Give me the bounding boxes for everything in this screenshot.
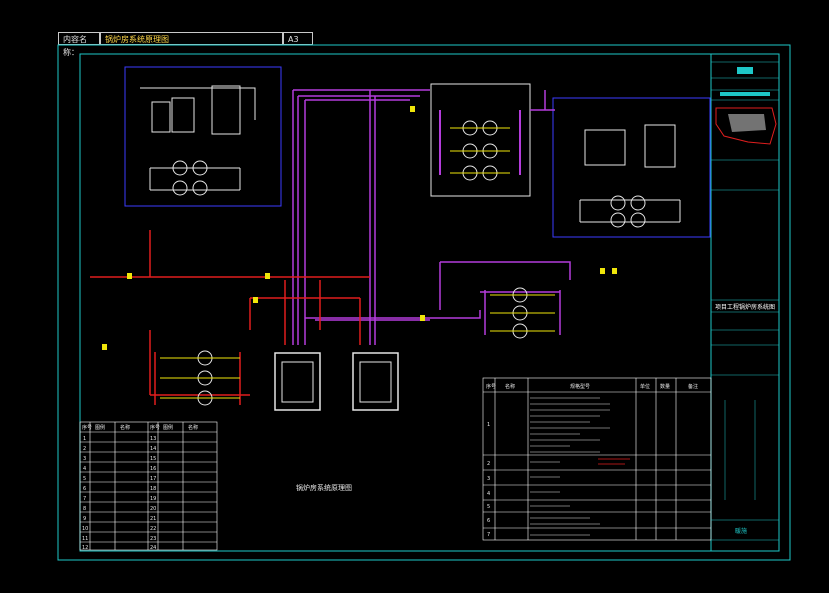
title-block-logo [737, 67, 753, 74]
svg-text:规格型号: 规格型号 [570, 383, 590, 390]
svg-text:6: 6 [487, 518, 490, 524]
pump-group-top [430, 83, 531, 197]
pump-group-bottom-left [154, 350, 241, 406]
svg-text:11: 11 [82, 536, 88, 542]
svg-text:5: 5 [487, 504, 490, 510]
svg-text:名称: 名称 [505, 383, 515, 390]
legend-headers: 序号 图例 名称 序号 图例 名称 [82, 424, 198, 431]
svg-text:4: 4 [83, 466, 86, 472]
equipment-table [482, 377, 712, 541]
svg-text:7: 7 [83, 496, 86, 502]
svg-text:9: 9 [83, 516, 86, 522]
svg-text:21: 21 [150, 516, 156, 522]
svg-text:名称: 名称 [120, 424, 130, 431]
equipment-table-headers: 序号 名称 规格型号 单位 数量 备注 [486, 383, 698, 390]
outer-frame [57, 44, 791, 561]
svg-text:序号: 序号 [82, 424, 92, 431]
boiler-room-right [552, 97, 711, 238]
legend-row-numbers: 1 2 3 4 5 6 7 8 9 10 11 12 13 14 15 16 1… [82, 436, 156, 551]
valve-markers [102, 106, 617, 350]
title-block-bar [720, 92, 770, 96]
svg-text:20: 20 [150, 506, 156, 512]
svg-text:2: 2 [487, 461, 490, 467]
equipment-highlight-lines [598, 458, 630, 465]
svg-text:7: 7 [487, 532, 490, 538]
svg-text:23: 23 [150, 536, 156, 542]
svg-text:14: 14 [150, 446, 156, 452]
svg-text:2: 2 [83, 446, 86, 452]
equipment-row-numbers: 1 2 3 4 5 6 7 [487, 422, 490, 538]
svg-text:图例: 图例 [163, 424, 173, 431]
svg-text:名称: 名称 [188, 424, 198, 431]
svg-text:3: 3 [83, 456, 86, 462]
title-block-frame [710, 53, 780, 552]
svg-text:16: 16 [150, 466, 156, 472]
water-tank-left [274, 352, 321, 411]
svg-text:15: 15 [150, 456, 156, 462]
svg-text:22: 22 [150, 526, 156, 532]
svg-text:1: 1 [487, 422, 490, 428]
svg-text:单位: 单位 [640, 383, 650, 390]
svg-text:10: 10 [82, 526, 88, 532]
svg-text:12: 12 [82, 545, 88, 551]
boiler-room-left [124, 66, 282, 207]
svg-text:数量: 数量 [660, 383, 670, 390]
site-plan-thumbnail [715, 107, 777, 145]
svg-text:24: 24 [150, 545, 156, 551]
water-tank-right [352, 352, 399, 411]
svg-text:6: 6 [83, 486, 86, 492]
svg-text:序号: 序号 [150, 424, 160, 431]
supply-pipes [90, 230, 370, 396]
svg-text:17: 17 [150, 476, 156, 482]
svg-text:3: 3 [487, 476, 490, 482]
sheet-number: 暖施 [735, 527, 747, 535]
svg-text:备注: 备注 [688, 383, 698, 390]
svg-text:19: 19 [150, 496, 156, 502]
svg-text:8: 8 [83, 506, 86, 512]
svg-text:5: 5 [83, 476, 86, 482]
svg-text:图例: 图例 [95, 424, 105, 431]
drawing-caption: 锅炉房系统原理图 [296, 483, 352, 492]
project-name: 项目工程锅炉房系统图 [715, 303, 775, 311]
title-block [711, 61, 779, 541]
svg-text:1: 1 [83, 436, 86, 442]
svg-text:4: 4 [487, 491, 490, 497]
legend-table [79, 421, 218, 551]
pump-group-bottom-right [484, 287, 561, 339]
inner-frame [79, 53, 712, 552]
svg-text:序号: 序号 [486, 383, 496, 390]
svg-text:18: 18 [150, 486, 156, 492]
return-pipes [292, 89, 571, 345]
svg-text:13: 13 [150, 436, 156, 442]
equipment-spec-lines [530, 397, 610, 536]
